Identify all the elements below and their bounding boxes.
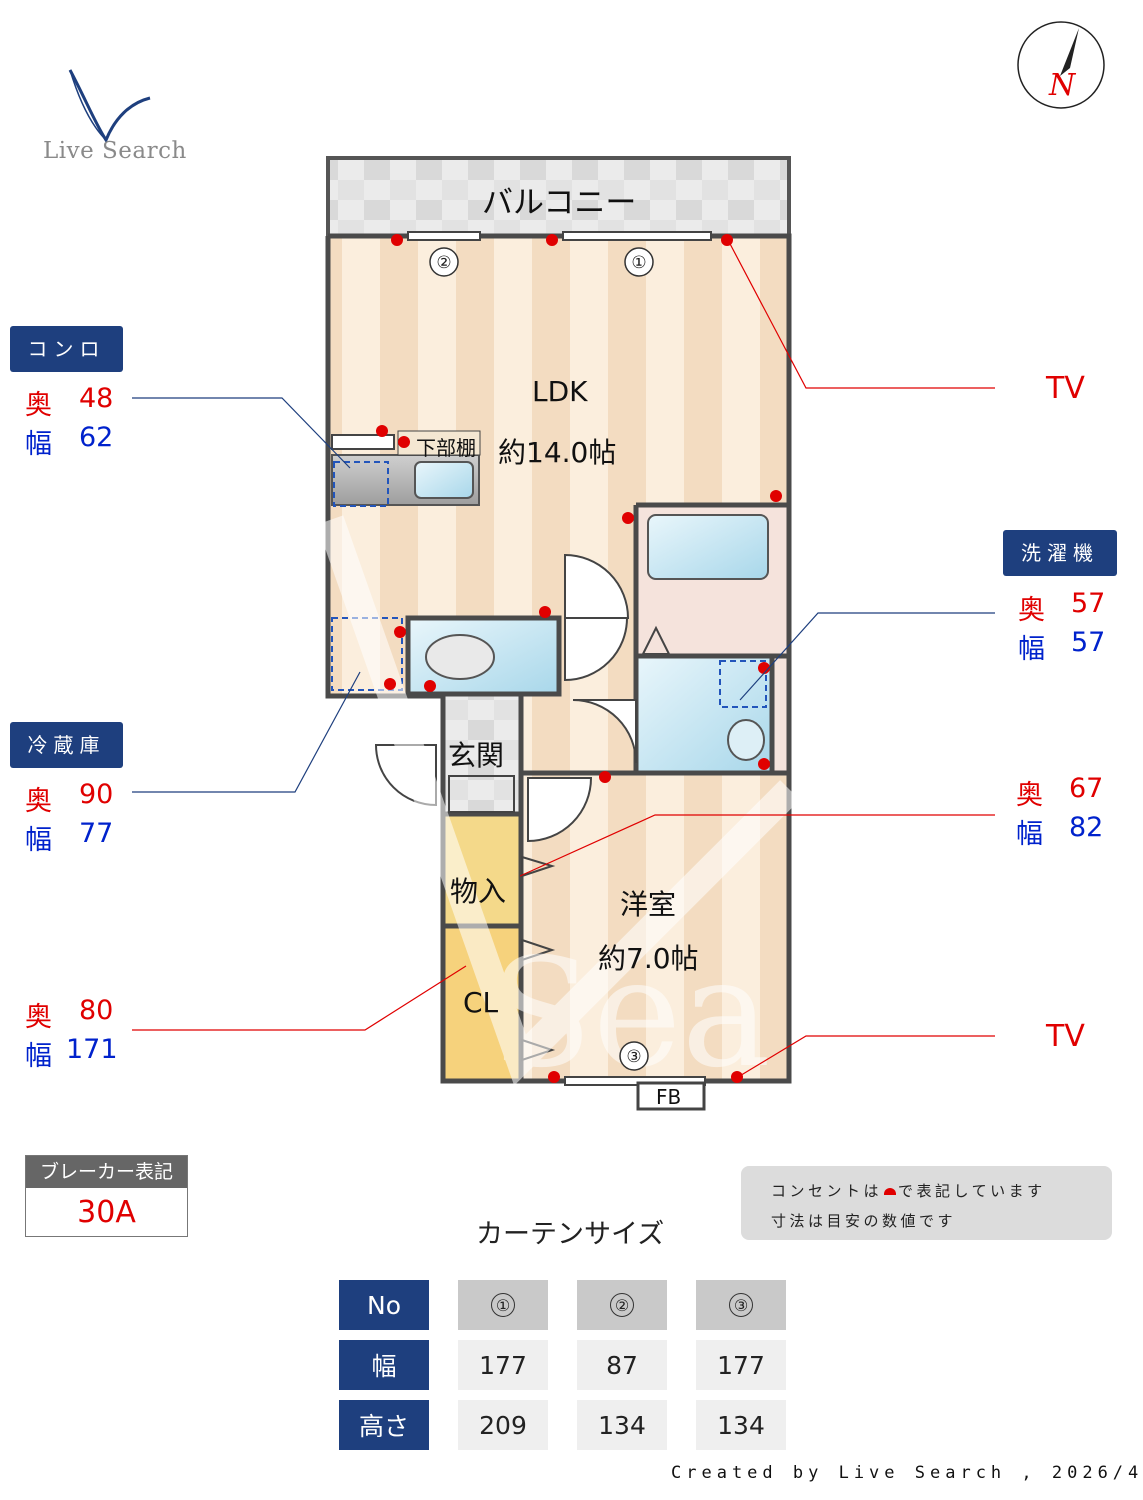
entrance-label: 玄関	[448, 739, 505, 772]
header-no: No	[339, 1280, 429, 1330]
brand-logo: Live Search	[40, 68, 186, 164]
breaker-box: ブレーカー表記 30A	[25, 1155, 188, 1237]
width-2: 87	[577, 1340, 667, 1390]
breaker-title: ブレーカー表記	[26, 1156, 187, 1188]
stove-width: 62	[79, 422, 114, 453]
width-1: 177	[458, 1340, 548, 1390]
washbasin	[727, 719, 765, 761]
washer-depth-label: 奥	[1018, 595, 1045, 626]
balcony-label: バルコニー	[482, 185, 637, 221]
ldk-size: 約14.0帖	[498, 436, 617, 469]
fridge-depth-label: 奥	[25, 786, 52, 817]
windows	[407, 231, 712, 1086]
fb-label: FB	[656, 1085, 682, 1109]
entrance-floor	[443, 696, 521, 814]
fridge-width: 77	[79, 818, 114, 849]
height-2: 134	[577, 1400, 667, 1450]
ldk-label: LDK	[532, 375, 588, 408]
floor-plan: Sea ① ② ③	[132, 156, 995, 1111]
closet-depth: 80	[79, 995, 114, 1026]
door-depth-label: 奥	[1016, 780, 1043, 811]
height-3: 134	[696, 1400, 786, 1450]
door-depth: 67	[1069, 773, 1104, 804]
washer-depth: 57	[1071, 588, 1106, 619]
breaker-value: 30A	[77, 1195, 136, 1230]
col-header-1: ①	[458, 1280, 548, 1330]
kitchen-sink	[414, 461, 474, 499]
stove-badge: コンロ	[10, 326, 123, 372]
stove-depth: 48	[79, 383, 114, 414]
stove-depth-label: 奥	[25, 390, 52, 421]
window-marker-3: ③	[626, 1047, 641, 1067]
row-label-width: 幅	[339, 1340, 429, 1390]
fridge-width-label: 幅	[25, 825, 52, 856]
col-header-3: ③	[696, 1280, 786, 1330]
western-room-label: 洋室	[620, 888, 677, 921]
under-shelf-label: 下部棚	[416, 436, 476, 460]
western-room-size: 約7.0帖	[598, 942, 699, 975]
washer-space	[719, 660, 767, 708]
note-text-1b: で表記しています	[898, 1182, 1046, 1200]
tv-label-western: TV	[1046, 1019, 1085, 1054]
door-width-label: 幅	[1016, 819, 1043, 850]
washer-width-label: 幅	[1018, 634, 1045, 665]
width-3: 177	[696, 1340, 786, 1390]
outlets	[376, 234, 782, 1083]
brand-mark-icon	[68, 69, 151, 144]
compass-needle-icon: N	[1017, 21, 1105, 109]
window-marker-2: ②	[436, 253, 451, 273]
row-label-height: 高さ	[339, 1400, 429, 1450]
legend-note: コンセントはで表記しています 寸法は目安の数値です	[741, 1166, 1112, 1240]
window-marker-1: ①	[631, 253, 646, 273]
storage-label: 物入	[450, 875, 507, 908]
compass: N	[1016, 20, 1106, 114]
curtain-table-title: カーテンサイズ	[476, 1219, 665, 1250]
note-text-2: 寸法は目安の数値です	[771, 1212, 957, 1230]
fridge-depth: 90	[79, 779, 114, 810]
balcony-area	[326, 156, 791, 238]
stove-space	[333, 461, 389, 507]
closet-depth-label: 奥	[25, 1002, 52, 1033]
closet-width: 171	[66, 1034, 118, 1065]
doors	[374, 553, 637, 1062]
stove-width-label: 幅	[25, 429, 52, 460]
closet-width-label: 幅	[25, 1041, 52, 1072]
walls	[325, 233, 792, 1084]
note-text-1a: コンセントは	[771, 1182, 883, 1200]
tv-label-ldk: TV	[1046, 371, 1085, 406]
toilet	[425, 634, 495, 680]
fb-box	[636, 1081, 706, 1111]
svg-text:Sea: Sea	[490, 927, 771, 1101]
col-header-2: ②	[577, 1280, 667, 1330]
closet-label: CL	[463, 986, 499, 1019]
brand-name: Live Search	[43, 138, 187, 164]
fridge-badge: 冷蔵庫	[10, 722, 123, 768]
door-width: 82	[1069, 812, 1104, 843]
watermark: Sea	[316, 515, 800, 1101]
outlet-icon	[884, 1188, 897, 1195]
washer-badge: 洗濯機	[1003, 530, 1117, 576]
washer-width: 57	[1071, 627, 1106, 658]
height-1: 209	[458, 1400, 548, 1450]
compass-label: N	[1048, 68, 1077, 103]
bathtub	[647, 514, 769, 580]
footer-credit: Created by Live Search , 2026/4	[671, 1463, 1143, 1483]
